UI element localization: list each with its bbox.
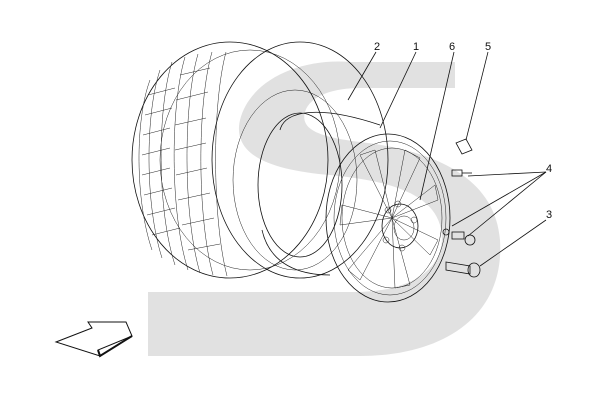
rim-barrel	[257, 111, 381, 276]
callout-6: 6	[449, 41, 455, 53]
callout-2: 2	[374, 41, 380, 53]
wheel-bolt	[445, 261, 481, 278]
leader-lines	[347, 51, 547, 267]
callout-1: 1	[413, 41, 419, 53]
arrow-down-left-icon	[54, 321, 133, 358]
callout-3: 3	[546, 209, 552, 221]
callout-4: 4	[546, 163, 552, 175]
callout-5: 5	[485, 41, 491, 53]
tyre	[131, 41, 389, 279]
callout-labels: 2 1 6 5 4 3	[374, 41, 552, 221]
brand-watermark-logo	[148, 61, 501, 356]
tyre-valve	[442, 169, 476, 246]
balance-weight	[455, 138, 473, 155]
alloy-wheel	[325, 133, 451, 303]
